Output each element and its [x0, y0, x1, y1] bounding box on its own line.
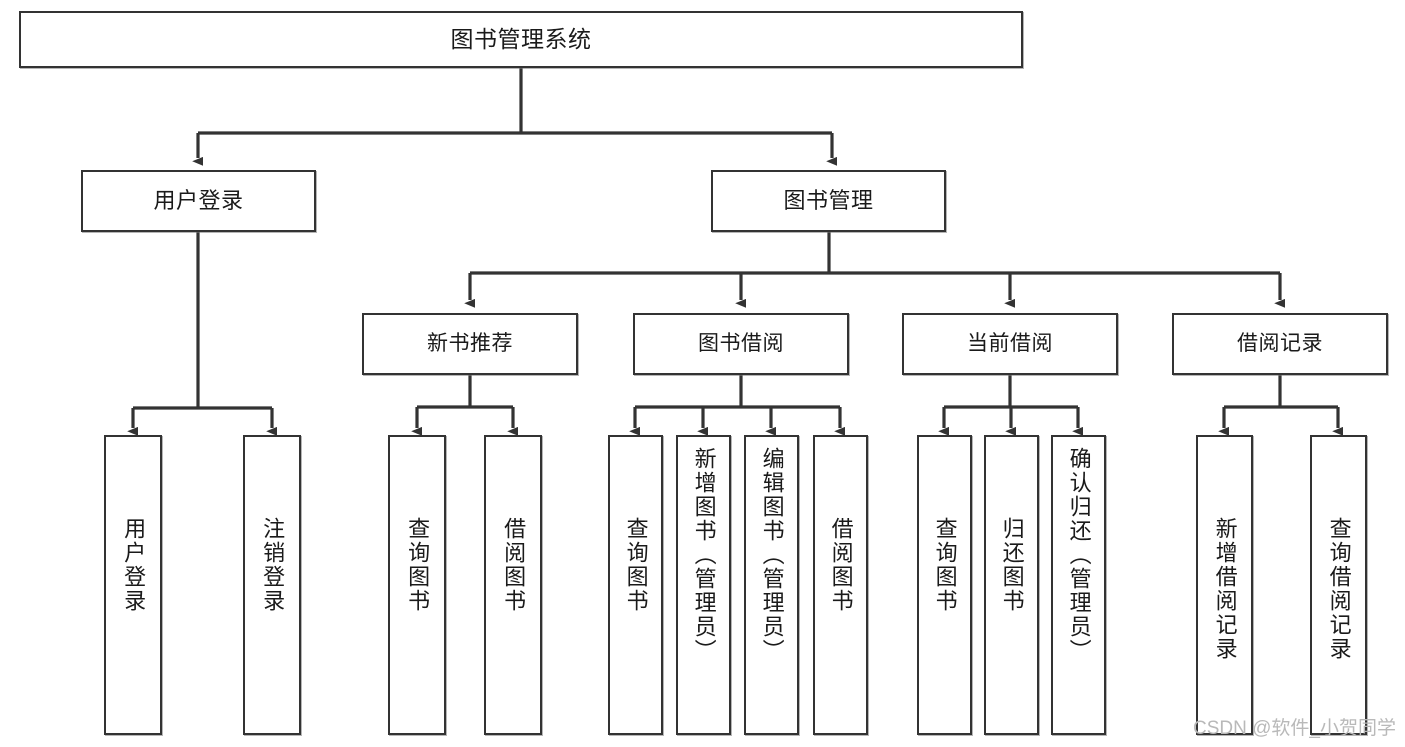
- node-current-borrow-label: 当前借阅: [967, 331, 1053, 355]
- leaf-return-book[interactable]: 归还图书: [984, 435, 1039, 735]
- leaf-confirm-return-admin[interactable]: 确认归还（管理员）: [1051, 435, 1106, 735]
- leaf-confirm-return-admin-label: 确认归还（管理员）: [1066, 447, 1092, 663]
- leaf-borrow-book-recommend-label: 借阅图书: [501, 517, 527, 613]
- leaf-add-borrow-record[interactable]: 新增借阅记录: [1196, 435, 1253, 735]
- leaf-user-login-label: 用户登录: [121, 517, 147, 613]
- node-borrow-record-label: 借阅记录: [1237, 331, 1323, 355]
- node-user-login-label: 用户登录: [153, 188, 244, 214]
- node-user-login[interactable]: 用户登录: [81, 170, 316, 232]
- leaf-logout-label: 注销登录: [260, 517, 286, 613]
- leaf-query-book-current[interactable]: 查询图书: [917, 435, 972, 735]
- leaf-user-login[interactable]: 用户登录: [104, 435, 162, 735]
- leaf-query-borrow-record[interactable]: 查询借阅记录: [1310, 435, 1367, 735]
- leaf-borrow-book-label: 借阅图书: [828, 517, 854, 613]
- leaf-query-book-recommend[interactable]: 查询图书: [388, 435, 446, 735]
- leaf-query-book-current-label: 查询图书: [932, 517, 958, 613]
- node-book-management-label: 图书管理: [783, 188, 874, 214]
- leaf-borrow-book-recommend[interactable]: 借阅图书: [484, 435, 542, 735]
- leaf-borrow-book[interactable]: 借阅图书: [813, 435, 868, 735]
- node-new-book-recommend-label: 新书推荐: [427, 331, 513, 355]
- leaf-add-book-admin-label: 新增图书（管理员）: [691, 447, 717, 663]
- leaf-edit-book-admin[interactable]: 编辑图书（管理员）: [744, 435, 799, 735]
- leaf-query-book-borrow-label: 查询图书: [623, 517, 649, 613]
- node-current-borrow[interactable]: 当前借阅: [902, 313, 1118, 375]
- node-book-borrow[interactable]: 图书借阅: [633, 313, 849, 375]
- node-book-borrow-label: 图书借阅: [698, 331, 784, 355]
- leaf-add-book-admin[interactable]: 新增图书（管理员）: [676, 435, 731, 735]
- watermark: CSDN @软件_小贺同学: [1193, 718, 1396, 739]
- leaf-query-book-recommend-label: 查询图书: [405, 517, 431, 613]
- leaf-query-book-borrow[interactable]: 查询图书: [608, 435, 663, 735]
- leaf-add-borrow-record-label: 新增借阅记录: [1212, 517, 1238, 661]
- leaf-logout[interactable]: 注销登录: [243, 435, 301, 735]
- node-new-book-recommend[interactable]: 新书推荐: [362, 313, 578, 375]
- leaf-edit-book-admin-label: 编辑图书（管理员）: [759, 447, 785, 663]
- node-borrow-record[interactable]: 借阅记录: [1172, 313, 1388, 375]
- node-root-label: 图书管理系统: [450, 25, 592, 52]
- leaf-return-book-label: 归还图书: [999, 517, 1025, 613]
- leaf-query-borrow-record-label: 查询借阅记录: [1326, 517, 1352, 661]
- node-root[interactable]: 图书管理系统: [19, 11, 1023, 68]
- node-book-management[interactable]: 图书管理: [711, 170, 946, 232]
